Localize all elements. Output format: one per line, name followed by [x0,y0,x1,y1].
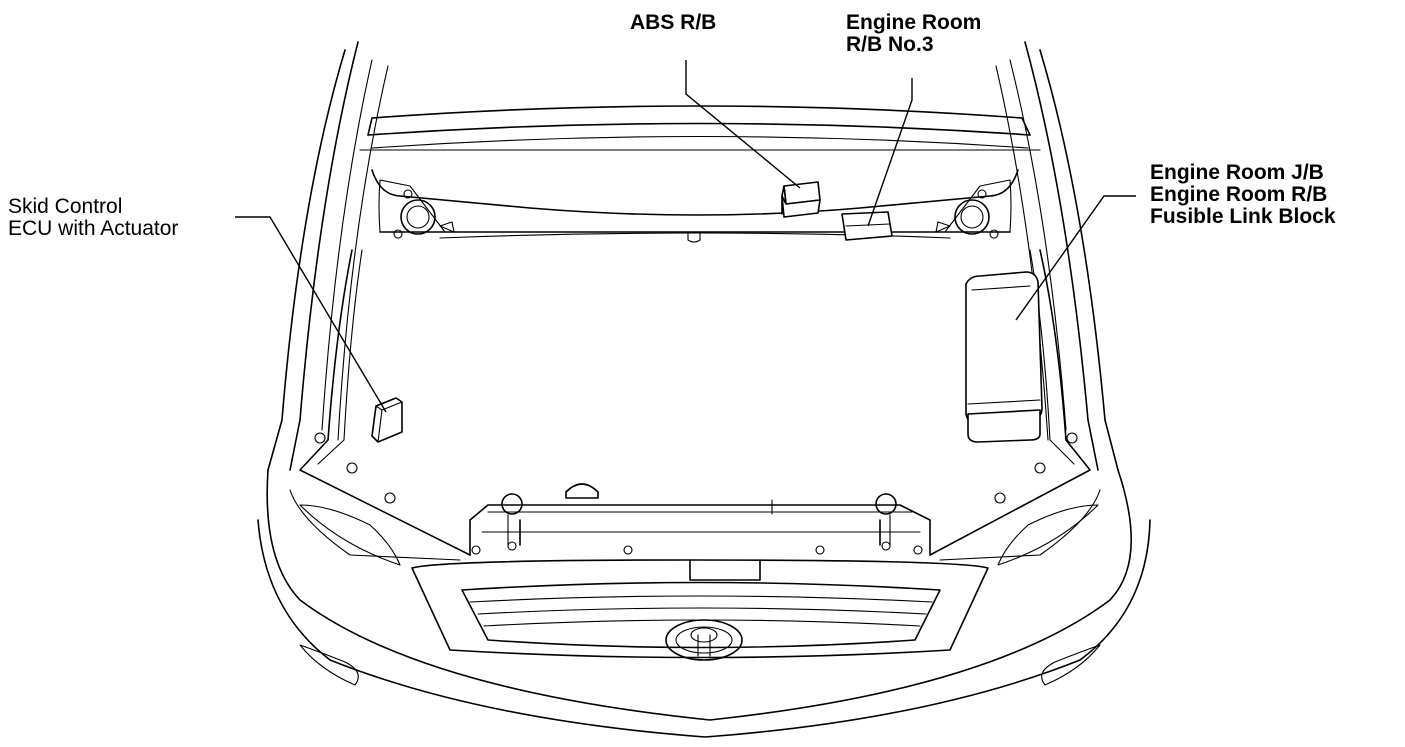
label-skid-control-line-1: Skid Control [8,195,123,218]
label-engine-room-rb: Engine Room R/B [1150,183,1328,206]
skid-control-ecu [371,397,403,443]
engine-room-rb3-block [841,211,893,241]
label-engine-room-group: Engine Room J/B Engine Room R/B Fusible … [1150,162,1336,228]
label-abs-rb-line-1: ABS R/B [630,11,717,34]
abs-relay-block [781,181,821,218]
cowl-panel [371,169,1019,243]
label-skid-control: Skid Control ECU with Actuator [8,196,178,240]
left-fender [267,41,389,471]
leader-lines [235,60,1136,413]
right-fender [995,41,1119,471]
engine-bay-walls [299,249,1091,556]
open-hood [359,105,1041,151]
front-bumper [257,469,1151,738]
grille [411,559,989,661]
label-abs-rb: ABS R/B [630,12,716,34]
label-engine-room-jb: Engine Room J/B [1150,161,1324,184]
label-fusible-link-block: Fusible Link Block [1150,205,1336,228]
radiator-support [469,483,931,556]
label-skid-control-line-2: ECU with Actuator [8,217,179,240]
label-engine-room-rb3-line-2: R/B No.3 [846,33,934,56]
engine-room-junction-block [965,271,1043,443]
label-engine-room-rb3-line-1: Engine Room [846,11,982,34]
label-engine-room-rb3: Engine Room R/B No.3 [846,12,981,56]
